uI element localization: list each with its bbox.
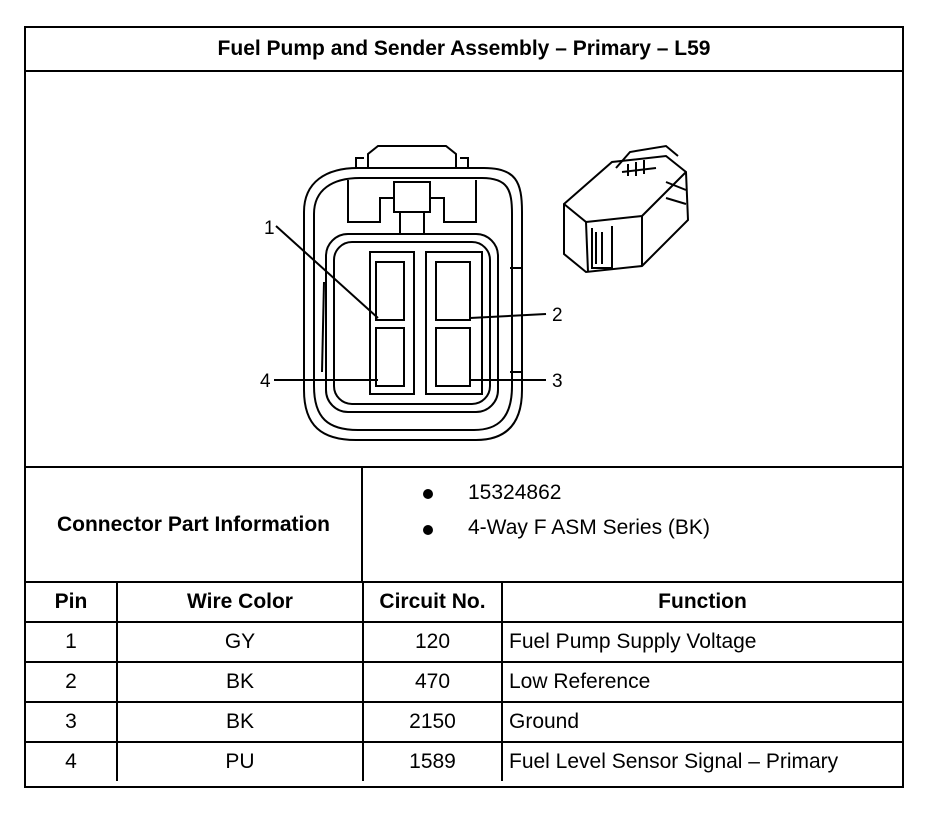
function-cell: Ground [501, 701, 902, 743]
table-row: 2 BK 470 Low Reference [26, 661, 902, 703]
function-cell: Fuel Level Sensor Signal – Primary [501, 741, 902, 781]
wire-color-cell: GY [116, 621, 364, 663]
table-row: 4 PU 1589 Fuel Level Sensor Signal – Pri… [26, 741, 902, 781]
pin-cell: 3 [26, 701, 118, 743]
pin-cell: 2 [26, 661, 118, 703]
connector-diagram: 1 2 3 4 [26, 72, 902, 466]
connector-part-information: Connector Part Information 15324862 4-Wa… [26, 466, 902, 583]
function-cell: Low Reference [501, 661, 902, 703]
circuit-cell: 1589 [362, 741, 503, 781]
connector-face-drawing: 1 2 3 4 [260, 144, 690, 441]
connector-series: 4-Way F ASM Series (BK) [468, 516, 710, 539]
sheet-title: Fuel Pump and Sender Assembly – Primary … [26, 28, 902, 72]
circuit-cell: 470 [362, 661, 503, 703]
pin-callout-2: 2 [552, 305, 563, 326]
table-row: 3 BK 2150 Ground [26, 701, 902, 743]
pin-cell: 1 [26, 621, 118, 663]
pin-callout-3: 3 [552, 371, 563, 392]
connector-perspective-view [563, 144, 690, 274]
function-cell: Fuel Pump Supply Voltage [501, 621, 902, 663]
header-function: Function [501, 583, 902, 623]
part-number: 15324862 [468, 481, 562, 504]
connector-sheet: Fuel Pump and Sender Assembly – Primary … [24, 26, 904, 788]
pin-callout-1: 1 [264, 218, 275, 239]
header-pin: Pin [26, 583, 118, 623]
circuit-cell: 120 [362, 621, 503, 663]
connector-part-list: 15324862 4-Way F ASM Series (BK) [363, 468, 902, 581]
wire-color-cell: BK [116, 661, 364, 703]
connector-part-information-label: Connector Part Information [26, 468, 363, 581]
pin-cell: 4 [26, 741, 118, 781]
wire-color-cell: PU [116, 741, 364, 781]
pin-table: Pin Wire Color Circuit No. Function 1 GY… [26, 583, 902, 781]
bullet-icon [423, 525, 433, 535]
pin-callout-4: 4 [260, 371, 271, 392]
pin-table-header: Pin Wire Color Circuit No. Function [26, 583, 902, 623]
bullet-icon [423, 489, 433, 499]
header-wire-color: Wire Color [116, 583, 364, 623]
wire-color-cell: BK [116, 701, 364, 743]
table-row: 1 GY 120 Fuel Pump Supply Voltage [26, 621, 902, 663]
circuit-cell: 2150 [362, 701, 503, 743]
header-circuit-no: Circuit No. [362, 583, 503, 623]
